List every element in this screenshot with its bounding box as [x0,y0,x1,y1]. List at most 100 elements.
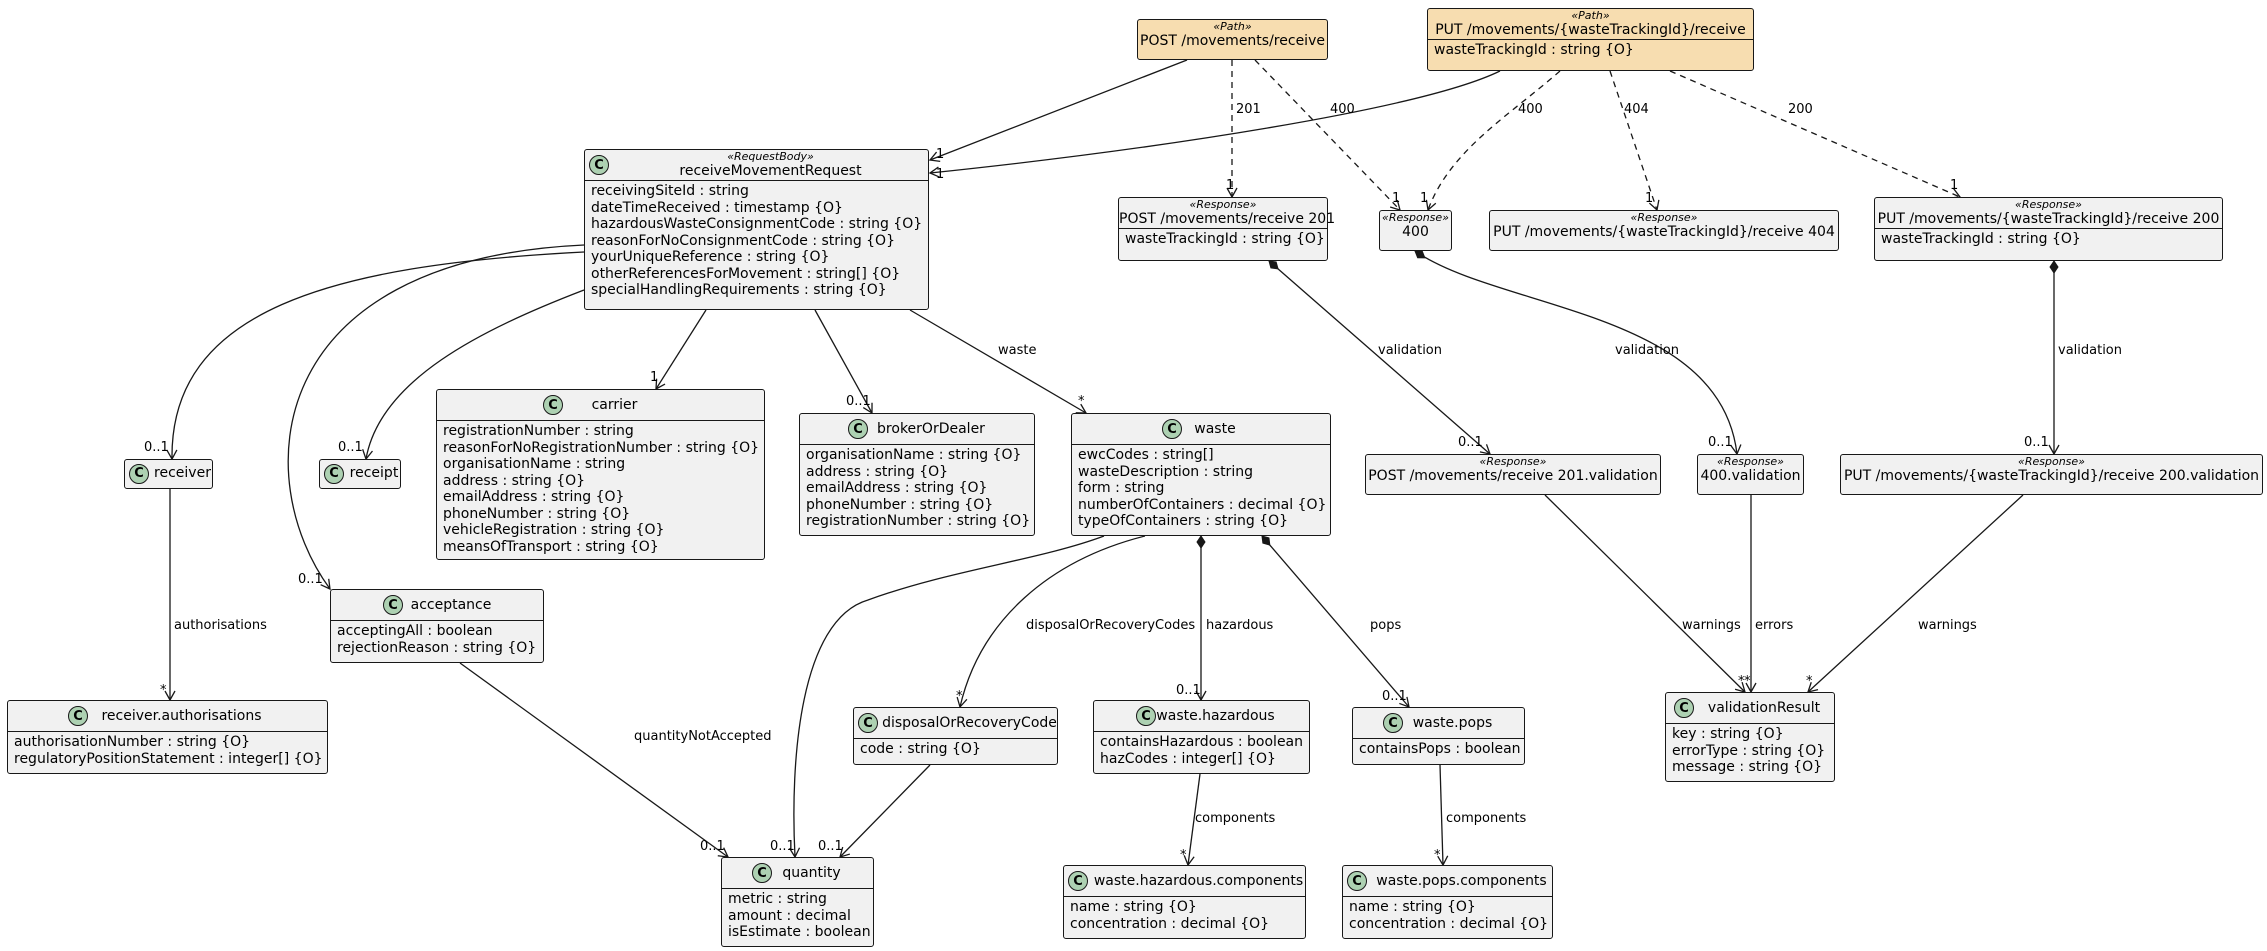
relation-waste-to-drc [956,535,1146,709]
put-receive-200-response[interactable]: «Response» PUT /movements/{wasteTracking… [1874,197,2223,261]
attribute: receivingSiteId : string [591,183,749,199]
attribute-list: ewcCodes : string[] wasteDescription : s… [1072,445,1330,533]
class-header: «Response» 400.validation [1698,455,1803,485]
attribute: amount : decimal [728,907,851,924]
attribute: meansOfTransport : string {O} [443,538,659,555]
put-receive-200-validation-response[interactable]: «Response» PUT /movements/{wasteTracking… [1840,454,2263,495]
class-icon: C [589,155,609,175]
stereotype: «Response» [1189,198,1257,211]
broker-or-dealer-class[interactable]: C brokerOrDealer organisationName : stri… [799,413,1035,536]
attribute: organisationName : string {O} [806,447,1022,463]
attribute: metric : string [728,891,827,907]
waste-hazardous-components-class[interactable]: C waste.hazardous.components name : stri… [1063,865,1306,939]
relation-rmr-to-receiver [166,251,585,461]
post-receive-201-validation-response[interactable]: «Response» POST /movements/receive 201.v… [1365,454,1661,495]
relation-post_path-to-r400 [1254,59,1401,211]
class-name: carrier [591,396,638,413]
post-movements-receive-path[interactable]: «Path» POST /movements/receive [1137,19,1328,60]
attribute-list: wasteTrackingId : string {O} [1119,229,1327,251]
attribute: concentration : decimal {O} [1349,915,1549,932]
relation-label: errors [1755,618,1793,633]
relation-put_path-to-r400 [1425,70,1561,212]
multiplicity-label: 1 [1950,178,1958,193]
relation-label: 404 [1624,102,1649,117]
class-icon: C [752,863,772,883]
quantity-class[interactable]: C quantity metric : string amount : deci… [721,857,874,947]
receipt-class[interactable]: C receipt [319,459,401,489]
acceptance-class[interactable]: C acceptance acceptingAll : boolean reje… [330,589,544,663]
multiplicity-label: * [1806,674,1813,689]
attribute-list: name : string {O} concentration : decima… [1064,897,1305,935]
relation-rmr-to-waste [909,309,1088,414]
relation-label: components [1195,811,1276,826]
multiplicity-label: 0..1 [338,440,363,455]
multiplicity-label: 0..1 [770,839,795,854]
validation-result-class[interactable]: C validationResult key : string {O} erro… [1665,692,1835,782]
attribute-list: authorisationNumber : string {O} regulat… [8,732,327,770]
post-receive-201-response[interactable]: «Response» POST /movements/receive 201 w… [1118,197,1336,261]
waste-pops-class[interactable]: C waste.pops containsPops : boolean [1352,707,1525,765]
attribute: organisationName : string [443,456,626,472]
relation-label: 400 [1518,102,1543,117]
relation-put_path-to-put200 [1669,70,1962,199]
attribute-list: organisationName : string {O} address : … [800,445,1034,533]
class-name: acceptance [410,596,492,613]
class-name: receipt [349,465,399,481]
put-receive-404-response[interactable]: «Response» PUT /movements/{wasteTracking… [1489,210,1839,251]
put-movements-receive-path[interactable]: «Path» PUT /movements/{wasteTrackingId}/… [1427,8,1754,71]
multiplicity-label: 0..1 [846,394,871,409]
attribute: key : string {O} [1672,726,1784,742]
carrier-class[interactable]: C carrier registrationNumber : string re… [436,389,765,560]
stereotype: «Response» [1630,211,1698,224]
multiplicity-label: 1 [936,167,944,182]
attribute-list: key : string {O} errorType : string {O} … [1666,724,1834,779]
class-name: POST /movements/receive 201 [1119,211,1336,227]
attribute: hazCodes : integer[] {O} [1100,750,1276,767]
class-name: disposalOrRecoveryCode [882,714,1057,731]
attribute-list: metric : string amount : decimal isEstim… [722,889,873,944]
multiplicity-label: 0..1 [818,839,843,854]
attribute-list: code : string {O} [854,739,1057,761]
class-header: «Response» POST /movements/receive 201 [1119,198,1336,228]
attribute: address : string {O} [806,463,949,480]
class-name: PUT /movements/{wasteTrackingId}/receive… [1877,211,2220,227]
disposal-or-recovery-code-class[interactable]: C disposalOrRecoveryCode code : string {… [853,707,1058,765]
class-header: «Response» POST /movements/receive 201.v… [1366,455,1660,485]
class-header: C waste [1072,414,1330,444]
relation-label: 200 [1788,102,1813,117]
class-name: 400.validation [1700,468,1801,484]
class-name: PUT /movements/{wasteTrackingId}/receive… [1493,224,1835,240]
receiver-class[interactable]: C receiver [124,459,213,489]
class-icon: C [129,463,149,484]
class-name: receiver.authorisations [101,707,262,724]
multiplicity-label: * [1744,674,1751,689]
attribute-list: wasteTrackingId : string {O} [1428,40,1753,62]
attribute-list: name : string {O} concentration : decima… [1343,897,1552,935]
class-name: waste.pops.components [1376,872,1547,889]
class-icon: C [858,713,878,733]
relation-post201v-to-vres [1544,494,1746,693]
class-header: «Response» PUT /movements/{wasteTracking… [1875,198,2222,228]
multiplicity-label: 1 [1226,178,1234,193]
response-400[interactable]: «Response» 400 [1379,210,1452,251]
class-icon: C [1136,706,1156,726]
multiplicity-label: 1 [1420,191,1428,206]
class-icon: C [324,463,344,484]
waste-hazardous-class[interactable]: C waste.hazardous containsHazardous : bo… [1093,700,1310,774]
multiplicity-label: * [1434,848,1441,863]
attribute: isEstimate : boolean [728,924,871,940]
waste-pops-components-class[interactable]: C waste.pops.components name : string {O… [1342,865,1553,939]
relation-whaz-to-whazc [1183,773,1201,867]
attribute: concentration : decimal {O} [1070,915,1270,932]
relation-label: authorisations [174,618,267,633]
attribute-list: receivingSiteId : string dateTimeReceive… [585,181,928,302]
receiver-authorisations-class[interactable]: C receiver.authorisations authorisationN… [7,700,328,774]
waste-class[interactable]: C waste ewcCodes : string[] wasteDescrip… [1071,413,1331,536]
relation-put_path-to-rmr [928,70,1501,178]
receive-movement-request-class[interactable]: C «RequestBody» receiveMovementRequest r… [584,149,929,310]
response-400-validation[interactable]: «Response» 400.validation [1697,454,1804,495]
attribute: reasonForNoRegistrationNumber : string {… [443,439,760,456]
class-header: C waste.pops.components [1343,866,1552,896]
multiplicity-label: 0..1 [2024,435,2049,450]
relation-rmr-to-broker [814,309,873,415]
